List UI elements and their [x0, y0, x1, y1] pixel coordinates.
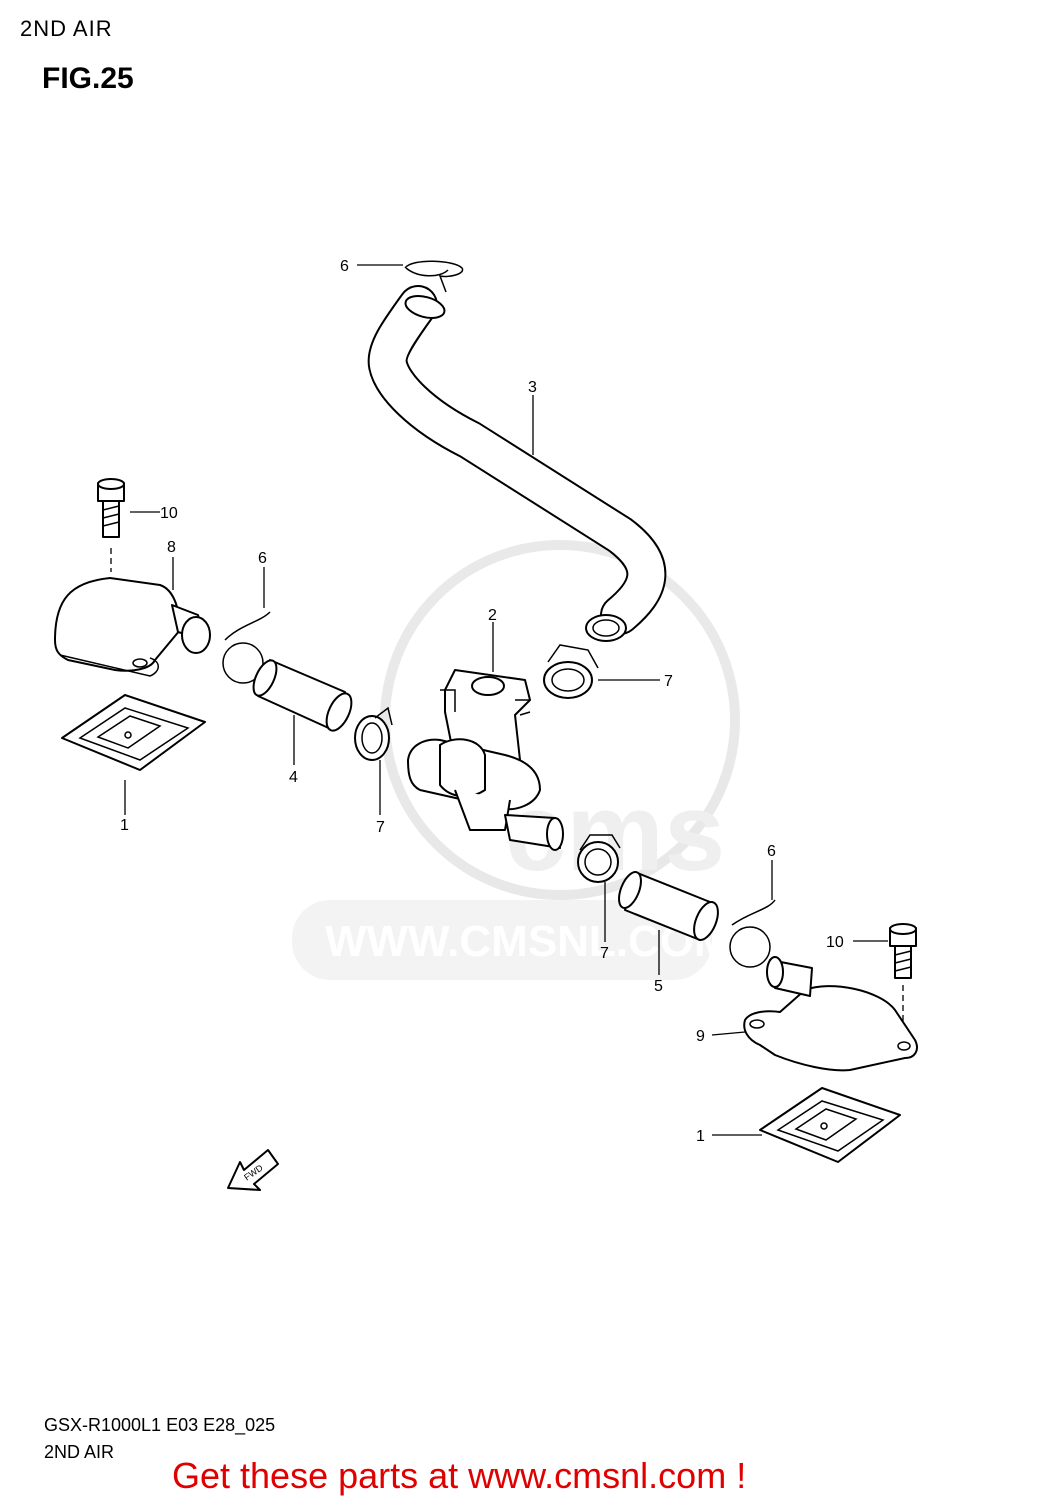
part-4-hose[interactable]	[249, 657, 357, 734]
footer-section-name: 2ND AIR	[44, 1442, 115, 1462]
callout-1-left: 1	[120, 817, 129, 834]
header-title: 2ND AIR	[20, 16, 113, 41]
callout-10-left: 10	[160, 505, 178, 522]
callout-9: 9	[696, 1028, 705, 1045]
promo-link[interactable]: Get these parts at www.cmsnl.com !	[172, 1455, 747, 1496]
part-10-bolt-right[interactable]	[889, 923, 917, 1025]
part-6-clip-right[interactable]	[729, 899, 776, 968]
figure-number: FIG.25	[42, 62, 134, 95]
part-1-reed-valve-left[interactable]	[61, 694, 206, 771]
part-2-control-valve[interactable]	[407, 669, 564, 851]
callout-6-right: 6	[767, 843, 776, 860]
callout-3: 3	[528, 379, 537, 396]
watermark-logo: cms WWW.CMSNL.COM	[292, 540, 740, 980]
callout-10-right: 10	[826, 934, 844, 951]
callout-5: 5	[654, 978, 663, 995]
leader-lines	[124, 264, 888, 1136]
part-8-cover-left[interactable]	[54, 577, 211, 677]
part-9-cover-right[interactable]	[743, 956, 918, 1072]
part-7-clamp-left[interactable]	[354, 706, 393, 761]
part-6-clip-top[interactable]	[404, 260, 464, 293]
callout-2: 2	[488, 607, 497, 624]
callout-8: 8	[167, 539, 176, 556]
footer-model-code: GSX-R1000L1 E03 E28_025	[44, 1415, 276, 1435]
callout-6-left: 6	[258, 550, 267, 567]
part-3-hose[interactable]	[367, 285, 667, 642]
part-7-clamp-upper[interactable]	[543, 644, 599, 699]
callout-7-left: 7	[376, 819, 385, 836]
part-10-bolt-left[interactable]	[97, 478, 125, 572]
callout-1-right: 1	[696, 1128, 705, 1145]
part-7-clamp-lower[interactable]	[577, 834, 621, 883]
part-5-hose[interactable]	[615, 869, 723, 943]
callout-7-lower: 7	[600, 945, 609, 962]
callout-6-top: 6	[340, 258, 349, 275]
callout-4: 4	[289, 769, 298, 786]
part-1-reed-valve-right[interactable]	[759, 1087, 901, 1163]
callouts: 6 3 10 8 6 2 7 4 7 1 6 7 10 5 9 1	[120, 258, 844, 1145]
part-6-clip-left[interactable]	[222, 611, 271, 684]
fwd-arrow-icon: FWD	[227, 1149, 279, 1191]
callout-7-upper: 7	[664, 673, 673, 690]
